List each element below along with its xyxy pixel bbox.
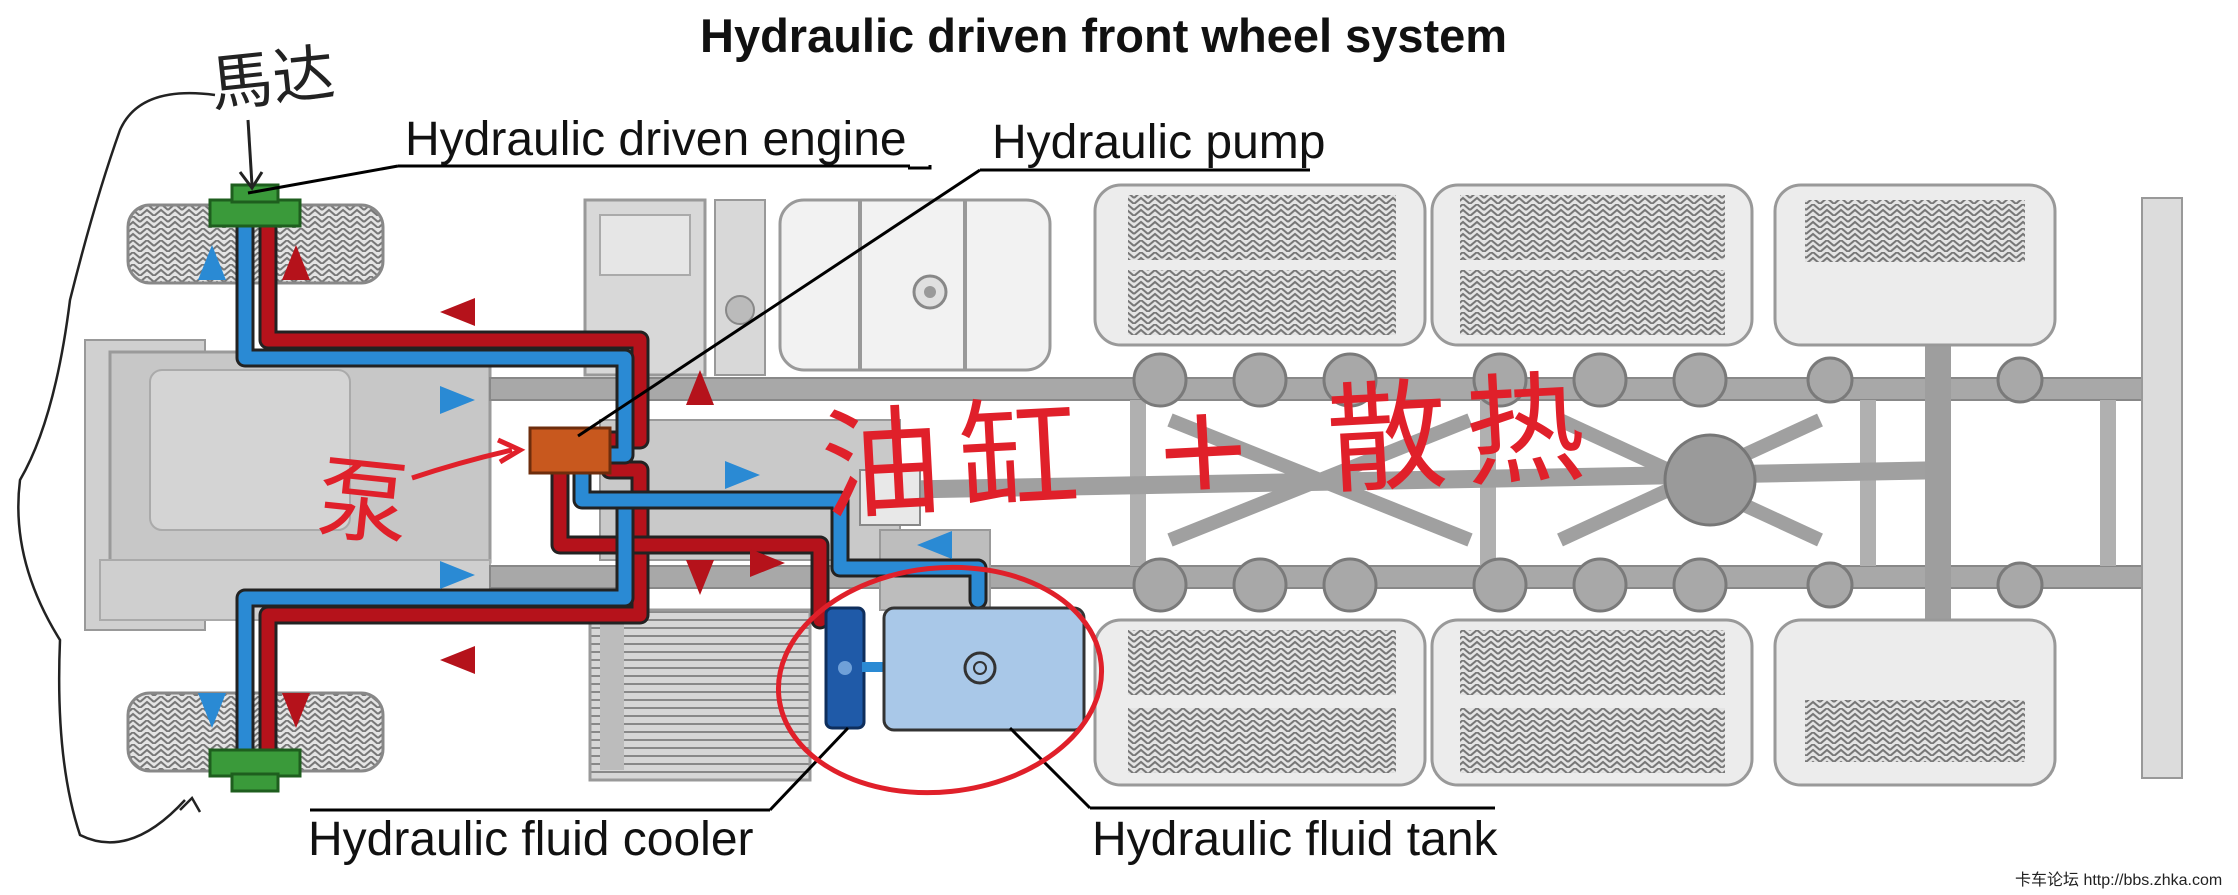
hydraulic-fluid-tank	[882, 606, 1086, 732]
label-hydraulic-pump: Hydraulic pump	[992, 116, 1326, 169]
diagram-title: Hydraulic driven front wheel system	[700, 9, 1508, 62]
leader-lines	[247, 164, 1495, 812]
cab-body	[84, 339, 492, 631]
handwritten-annotations	[17, 91, 1105, 844]
drive-shaft	[879, 298, 1951, 678]
handwritten-motor-note: 馬达	[207, 35, 339, 122]
label-hydraulic-fluid-cooler: Hydraulic fluid cooler	[308, 813, 754, 866]
fuel-tank-component	[583, 198, 1052, 377]
hydraulic-motor-bottom	[208, 748, 302, 793]
label-hydraulic-driven-engine: Hydraulic driven engine	[405, 113, 907, 166]
hydraulic-pump	[528, 426, 612, 475]
flow-arrows	[198, 245, 952, 728]
radiator-grille	[588, 608, 812, 782]
label-hydraulic-fluid-tank: Hydraulic fluid tank	[1092, 813, 1498, 866]
handwritten-pump-note: 泵	[311, 444, 415, 561]
rear-wheels	[1093, 183, 2057, 787]
return-lines	[235, 185, 988, 770]
hydraulic-fluid-cooler	[824, 606, 884, 730]
pressure-lines	[258, 185, 830, 770]
watermark: 卡车论坛 http://bbs.zhka.com	[2015, 872, 2223, 889]
